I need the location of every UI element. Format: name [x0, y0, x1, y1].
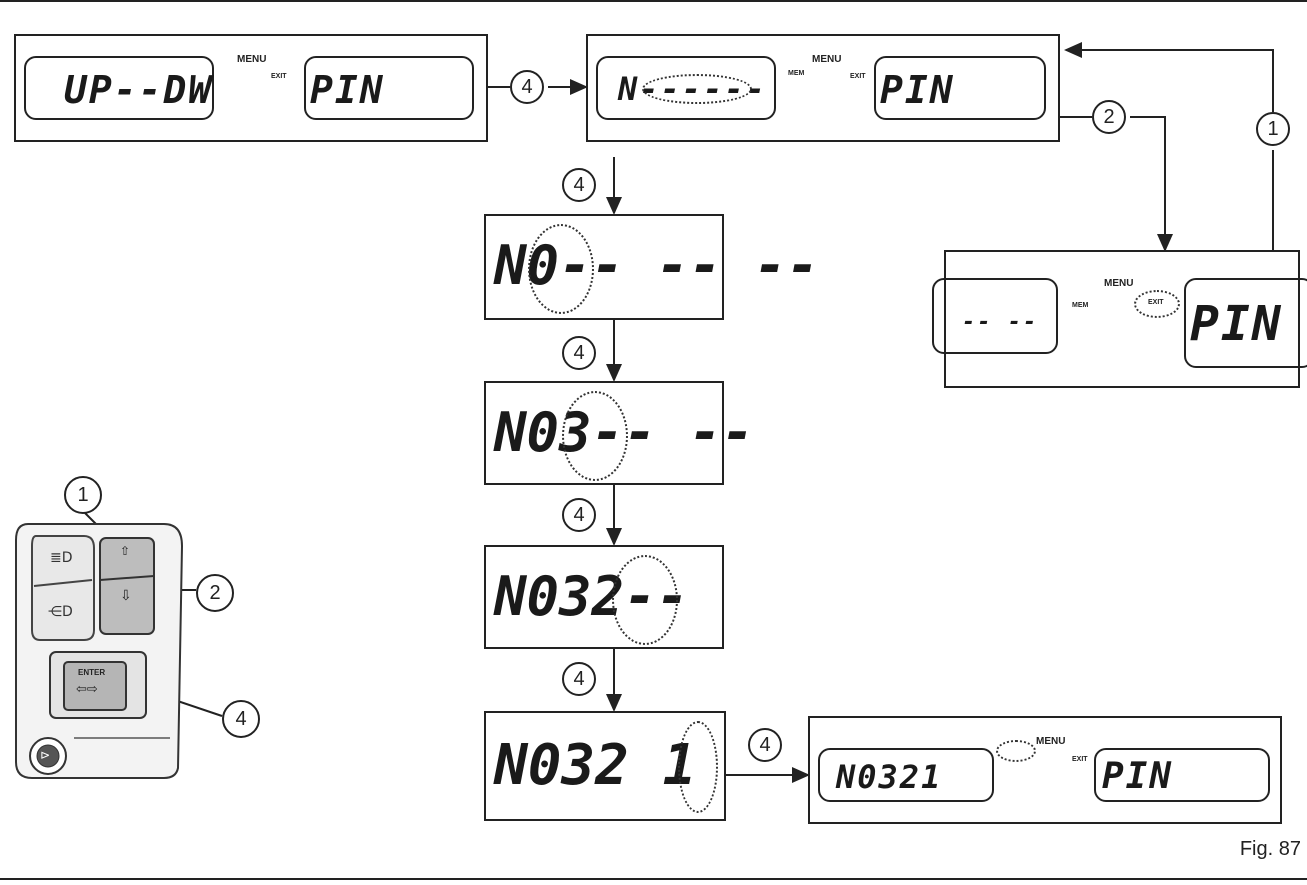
callout-1: 1	[1256, 112, 1290, 146]
callout-4: 4	[562, 336, 596, 370]
callout-1: 1	[64, 476, 102, 514]
callout-4: 4	[748, 728, 782, 762]
menu-label: MENU	[1104, 278, 1134, 289]
mem-label: MEM	[788, 70, 805, 77]
exit-label: EXIT	[1072, 756, 1088, 763]
display-left-segment	[932, 278, 1058, 354]
display-left-segment	[24, 56, 214, 120]
menu-label: MENU	[237, 54, 267, 65]
blinking-digit-indicator	[528, 224, 594, 314]
display-right-text: PIN	[1190, 296, 1283, 352]
exit-label: EXIT	[271, 73, 287, 80]
top-rule	[0, 0, 1307, 2]
headlight-low-icon: ⋲D	[48, 604, 73, 620]
headlight-high-icon: ≣D	[50, 550, 73, 566]
blinking-digit-indicator	[678, 721, 718, 813]
callout-2: 2	[196, 574, 234, 612]
display-digit-2: N03-- --	[484, 381, 754, 485]
mem-label: MEM	[1072, 302, 1089, 309]
display-left-text: -- --	[962, 310, 1039, 335]
menu-label: MENU	[1036, 736, 1066, 747]
bottom-rule	[0, 878, 1307, 880]
callout-4: 4	[510, 70, 544, 104]
switch-panel: ≣D ⋲D ⇧ ⇩ ENTER ⇦⇨ ⊳	[14, 522, 184, 780]
blinking-digit-indicator	[612, 555, 678, 645]
arrow-up-icon[interactable]: ⇧	[120, 544, 131, 558]
display-right-text: PIN	[880, 68, 955, 112]
display-exit-blinking: -- -- MEM MENU EXIT PIN	[932, 250, 1307, 388]
display-right-text: PIN	[310, 68, 385, 112]
display-pin-entry-start: N------ MEM MENU EXIT PIN	[586, 34, 1060, 142]
horn-icon[interactable]: ⊳	[40, 748, 51, 762]
display-digit-4: N032 1	[484, 711, 726, 821]
display-right-segment	[874, 56, 1046, 120]
display-digit-3: N032--	[484, 545, 724, 649]
figure-label: Fig. 87	[1239, 838, 1301, 860]
arrow-left-right-icon[interactable]: ⇦⇨	[76, 682, 98, 697]
switch-panel-drawing	[15, 523, 184, 779]
display-digit-1: N0-- -- --	[484, 214, 819, 320]
display-left-segment	[596, 56, 776, 120]
menu-label: MENU	[812, 54, 842, 65]
display-left-segment	[818, 748, 994, 802]
callout-4: 4	[562, 168, 596, 202]
display-up-down: UP--DW MENU EXIT PIN	[14, 34, 488, 142]
blinking-digit-indicator	[562, 391, 628, 481]
enter-label: ENTER	[78, 668, 106, 677]
display-right-text: PIN	[1102, 756, 1174, 797]
display-left-text: UP--DW	[64, 68, 214, 112]
blinking-indicator	[642, 74, 752, 104]
callout-4: 4	[562, 662, 596, 696]
display-left-text: N0321	[836, 758, 943, 796]
display-right-segment	[1184, 278, 1307, 368]
arrow-down-icon[interactable]: ⇩	[120, 588, 132, 604]
display-right-segment	[1094, 748, 1270, 802]
callout-4: 4	[222, 700, 260, 738]
display-text: N032 1	[494, 733, 697, 798]
blinking-indicator	[996, 740, 1036, 762]
display-right-segment	[304, 56, 474, 120]
exit-label: EXIT	[850, 73, 866, 80]
display-pin-complete: N0321 MENU EXIT PIN	[808, 716, 1282, 824]
blinking-exit-indicator	[1134, 290, 1180, 318]
exit-label: EXIT	[1148, 299, 1164, 306]
callout-2: 2	[1092, 100, 1126, 134]
callout-4: 4	[562, 498, 596, 532]
